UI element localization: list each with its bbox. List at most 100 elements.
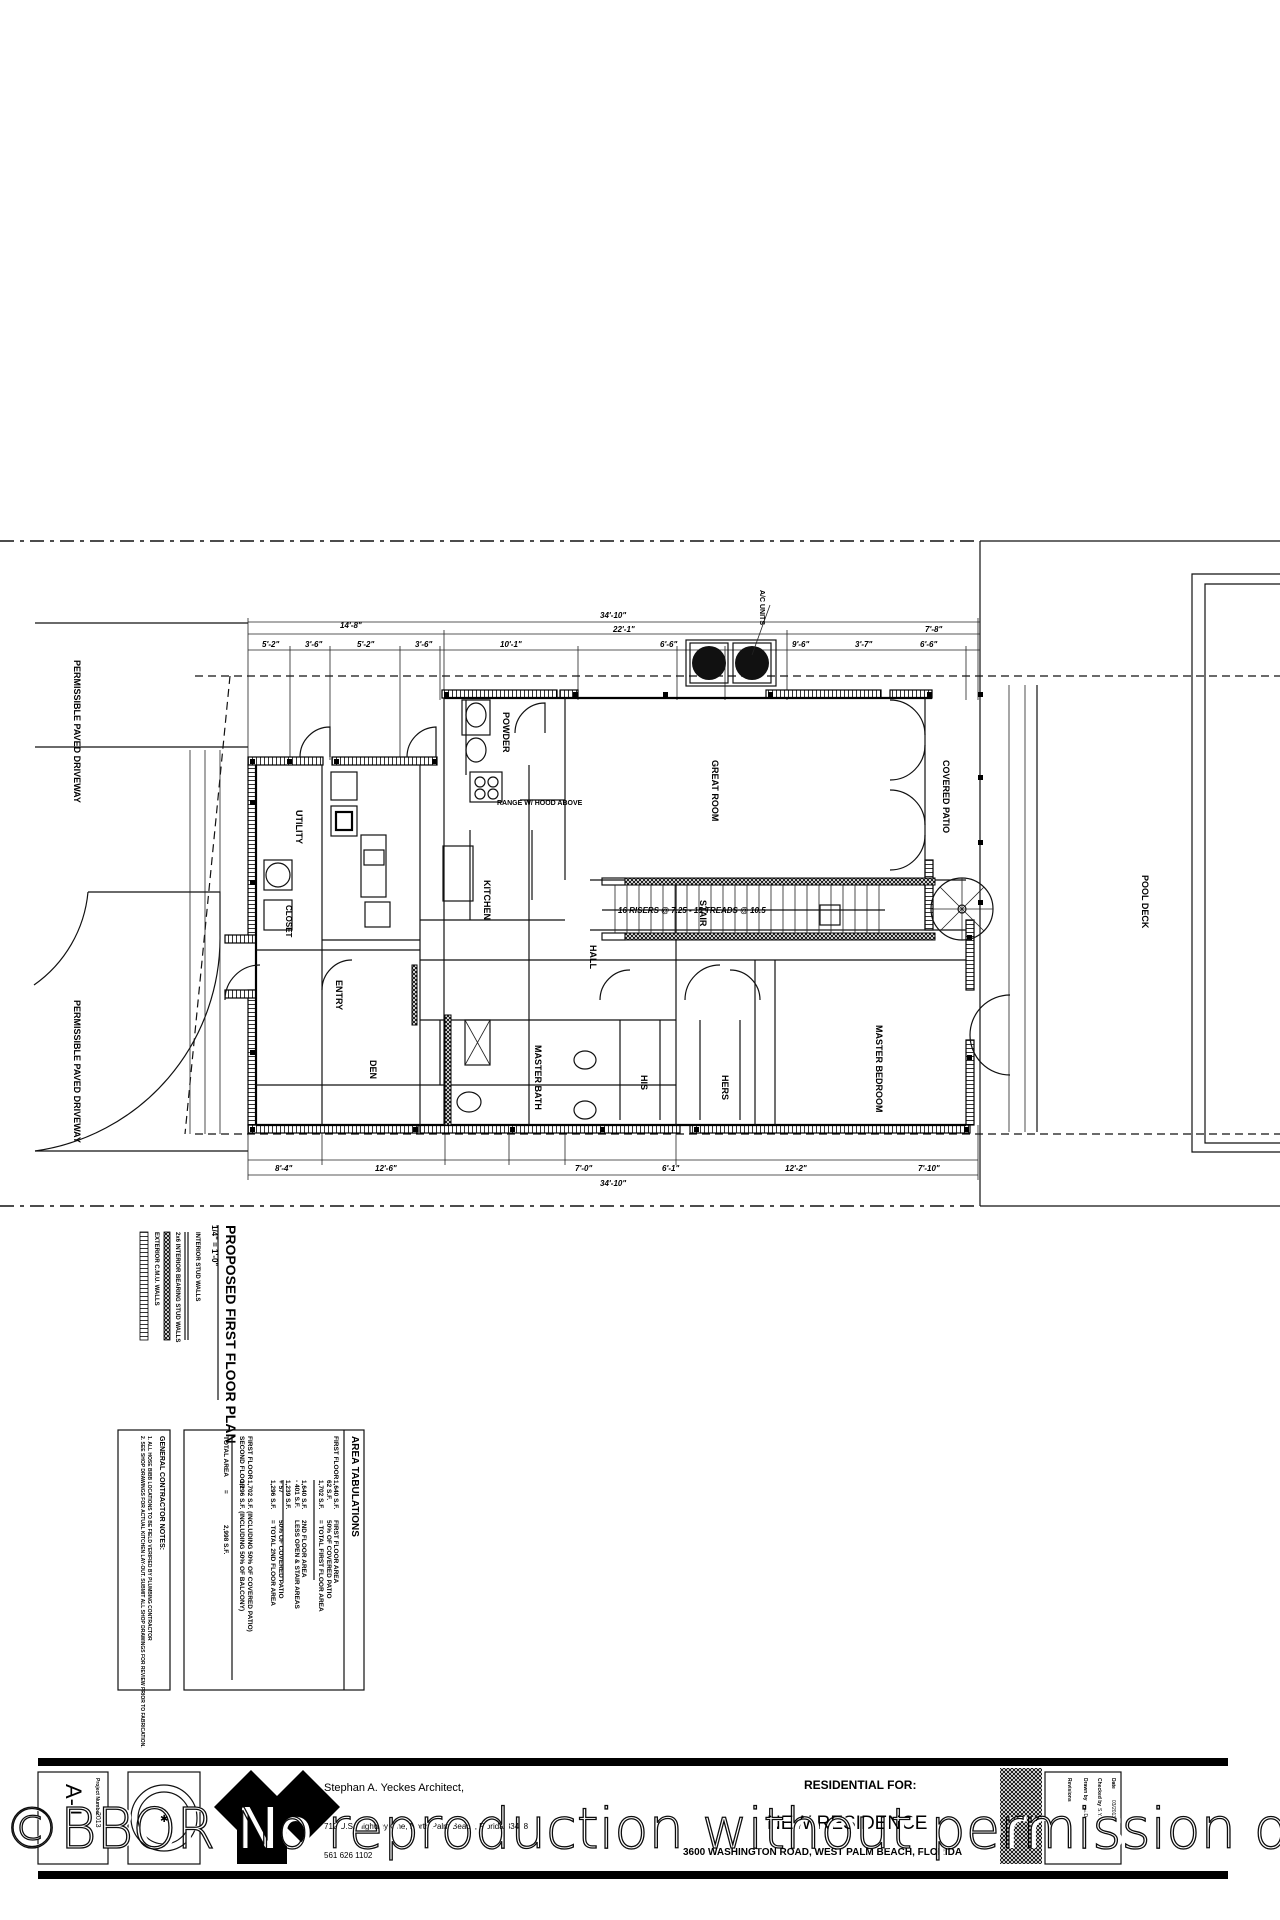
svg-text:RANGE W/ HOOD ABOVE: RANGE W/ HOOD ABOVE: [497, 800, 583, 807]
svg-text:✱: ✱: [160, 1814, 168, 1825]
svg-text:- 401 S.F.: - 401 S.F.: [293, 1480, 300, 1508]
plan-title-block: PROPOSED FIRST FLOOR PLAN 1/4" = 1'-0" I…: [139, 1225, 239, 1444]
svg-text:MASTER BEDROOM: MASTER BEDROOM: [874, 1025, 884, 1113]
svg-text:2013: 2013: [94, 1812, 101, 1828]
svg-text:ENTRY: ENTRY: [334, 980, 344, 1010]
ac-units: [685, 604, 777, 687]
svg-text:16 RISERS @ 7.25 - 15 TREADS @: 16 RISERS @ 7.25 - 15 TREADS @ 10.5: [618, 906, 766, 915]
svg-text:50% OF COVERED PATIO: 50% OF COVERED PATIO: [325, 1520, 332, 1599]
staircase: 16 RISERS @ 7.25 - 15 TREADS @ 10.5: [601, 877, 936, 941]
svg-text:= TOTAL FIRST FLOOR AREA: = TOTAL FIRST FLOOR AREA: [317, 1520, 324, 1612]
svg-text:62 S.F.: 62 S.F.: [325, 1480, 332, 1500]
svg-text:3'-7": 3'-7": [855, 640, 872, 649]
property-lines: [0, 540, 1280, 1207]
svg-text:6'-1": 6'-1": [662, 1164, 679, 1173]
svg-text:MASTER BATH: MASTER BATH: [533, 1045, 543, 1110]
svg-text:1,296 S.F.: 1,296 S.F.: [269, 1480, 276, 1509]
project-name: NEW RESIDENCE: [767, 1813, 927, 1834]
svg-text:POOL DECK: POOL DECK: [1140, 875, 1150, 929]
watermark: ©BBOR No reproduction without permission…: [3, 1796, 1280, 1862]
svg-text:1. ALL HOSE BIBB LOCATIONS TO: 1. ALL HOSE BIBB LOCATIONS TO BE FIELD V…: [146, 1436, 152, 1641]
svg-text:FIRST FLOOR: FIRST FLOOR: [332, 1436, 339, 1480]
svg-text:2ND FLOOR AREA: 2ND FLOOR AREA: [300, 1520, 307, 1578]
svg-text:5'-2": 5'-2": [262, 640, 279, 649]
svg-text:2. SEE SHOP DRAWINGS FOR ACTUA: 2. SEE SHOP DRAWINGS FOR ACTUAL KITCHEN …: [139, 1436, 145, 1748]
spiral-staircase: [930, 877, 994, 941]
svg-text:1,640 S.F.: 1,640 S.F.: [332, 1480, 339, 1509]
svg-text:HIS: HIS: [639, 1075, 649, 1090]
svg-text:AREA TABULATIONS: AREA TABULATIONS: [349, 1436, 360, 1537]
architect-address: 712 U.S. Highway One, North Palm Beach, …: [324, 1822, 529, 1831]
driveway-area: [33, 622, 248, 1152]
svg-text:PERMISSIBLE PAVED DRIVEWAY: PERMISSIBLE PAVED DRIVEWAY: [72, 1000, 82, 1143]
svg-text:CLOSET: CLOSET: [284, 905, 293, 938]
svg-text:= TOTAL 2ND FLOOR AREA: = TOTAL 2ND FLOOR AREA: [269, 1520, 276, 1606]
room-labels: PERMISSIBLE PAVED DRIVEWAY PERMISSIBLE P…: [72, 590, 1150, 1143]
doors: [224, 699, 1011, 1076]
svg-text:1,702 S.F.: 1,702 S.F.: [317, 1480, 324, 1509]
svg-text:INTERIOR STUD WALLS: INTERIOR STUD WALLS: [194, 1232, 200, 1301]
svg-text:7'-8": 7'-8": [925, 625, 942, 634]
architect-name: Stephan A. Yeckes Architect,: [324, 1782, 464, 1794]
exterior-walls: [224, 689, 983, 1134]
svg-text:Checked by: Checked by: [1096, 1778, 1102, 1806]
svg-text:1,702 S.F. (INCLUDING 50% OF C: 1,702 S.F. (INCLUDING 50% OF COVERED PAT…: [246, 1480, 253, 1632]
plan-scale: 1/4" = 1'-0": [210, 1225, 219, 1266]
svg-text:6'-6": 6'-6": [920, 640, 937, 649]
svg-text:SECOND FLOOR: SECOND FLOOR: [238, 1436, 245, 1489]
svg-text:Revisions: Revisions: [1066, 1778, 1072, 1802]
architect-phone: 561 626 1102: [324, 1851, 373, 1860]
area-tabulations: AREA TABULATIONS FIRST FLOOR 1,640 S.F. …: [183, 1429, 365, 1691]
svg-text:M.D.: M.D.: [1082, 1808, 1088, 1819]
svg-text:DEN: DEN: [368, 1060, 378, 1079]
svg-text:UTILITY: UTILITY: [294, 810, 304, 844]
svg-text:7'-0": 7'-0": [575, 1164, 592, 1173]
svg-text:©BBOR No reproduction without: ©BBOR No reproduction without permission…: [4, 1797, 1280, 1862]
svg-text:HERS: HERS: [720, 1075, 730, 1100]
sheet-number: A-1: [61, 1784, 86, 1818]
svg-text:6'-6": 6'-6": [660, 640, 677, 649]
svg-text:FIRST FLOOR: FIRST FLOOR: [246, 1436, 253, 1480]
svg-text:22'-1": 22'-1": [612, 625, 635, 634]
dimension-labels: 14'-8" 22'-1" 34'-10" 7'-8" 5'-2" 3'-6" …: [262, 611, 942, 1188]
svg-text:+ 57: + 57: [277, 1480, 284, 1493]
svg-text:POWDER: POWDER: [501, 712, 511, 753]
project-address: 3600 WASHINGTON ROAD, WEST PALM BEACH, F…: [683, 1847, 962, 1858]
fixtures: [263, 699, 841, 1120]
svg-text:LESS OPEN & STAIR AREAS: LESS OPEN & STAIR AREAS: [293, 1520, 300, 1610]
svg-text:7'-10": 7'-10": [918, 1164, 940, 1173]
plan-title: PROPOSED FIRST FLOOR PLAN: [223, 1225, 239, 1444]
svg-text:HALL: HALL: [588, 945, 598, 969]
svg-text:COVERED PATIO: COVERED PATIO: [941, 760, 951, 833]
svg-text:1,640 S.F.: 1,640 S.F.: [300, 1480, 307, 1509]
title-block: A-1 Project Number 2013 ✱ Stephan A. Yec…: [37, 1758, 1228, 1879]
svg-text:14'-8": 14'-8": [340, 621, 362, 630]
svg-text:2,998 S.F.: 2,998 S.F.: [222, 1525, 229, 1554]
svg-text:5'-2": 5'-2": [357, 640, 374, 649]
svg-text:9'-6": 9'-6": [792, 640, 809, 649]
architect-logo-icon: [214, 1770, 340, 1864]
svg-text:Date: Date: [1110, 1778, 1116, 1789]
svg-text:1,296 S.F. (INCLUDING 50% OF B: 1,296 S.F. (INCLUDING 50% OF BALCONY): [238, 1480, 245, 1611]
svg-text:3'-6": 3'-6": [305, 640, 322, 649]
svg-text:03/2013: 03/2013: [1110, 1800, 1116, 1818]
svg-text:34'-10": 34'-10": [600, 611, 626, 620]
svg-text:12'-2": 12'-2": [785, 1164, 807, 1173]
interior-walls: [256, 698, 966, 1126]
dimension-lines: [189, 618, 1038, 1180]
svg-text:=: =: [222, 1490, 229, 1494]
svg-text:50% OF COVERED PATIO: 50% OF COVERED PATIO: [277, 1520, 284, 1599]
svg-text:3'-6": 3'-6": [415, 640, 432, 649]
svg-text:TOTAL AREA: TOTAL AREA: [222, 1436, 229, 1477]
pool-outline: [1191, 573, 1280, 1153]
svg-text:GREAT ROOM: GREAT ROOM: [710, 760, 720, 821]
svg-text:KITCHEN: KITCHEN: [482, 880, 492, 920]
svg-text:GENERAL CONTRACTOR NOTES:: GENERAL CONTRACTOR NOTES:: [158, 1436, 165, 1550]
svg-text:Drawn by: Drawn by: [1082, 1778, 1088, 1801]
svg-text:©BBOR No reproduction without: ©BBOR No reproduction without permission…: [4, 1797, 1280, 1862]
contractor-notes: GENERAL CONTRACTOR NOTES: 1. ALL HOSE BI…: [117, 1429, 171, 1748]
svg-text:1,239 S.F.: 1,239 S.F.: [284, 1480, 291, 1509]
svg-text:EXTERIOR C.M.U. WALLS: EXTERIOR C.M.U. WALLS: [153, 1232, 159, 1306]
svg-text:S.Y.: S.Y.: [1096, 1808, 1102, 1817]
